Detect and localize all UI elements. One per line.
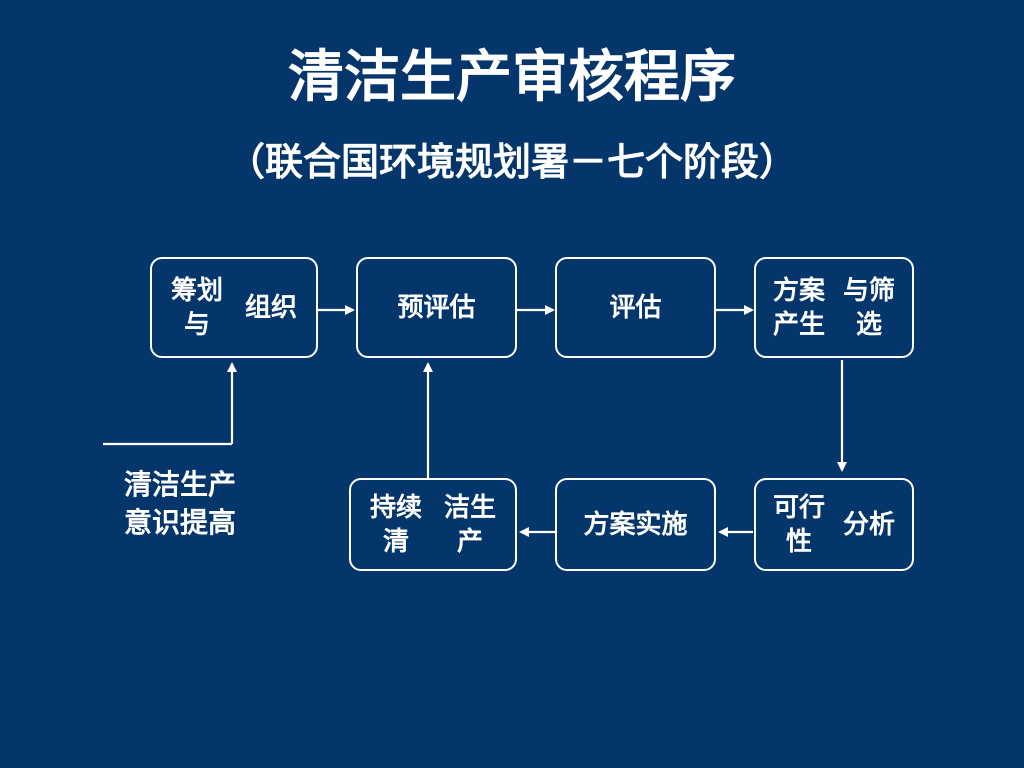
- step-option-implementation: 方案实施: [555, 478, 716, 571]
- side-note-line2: 意识提高: [123, 506, 236, 539]
- slide-title: 清洁生产审核程序: [288, 45, 736, 110]
- step-continuous-line1: 持续清: [369, 492, 422, 557]
- step-planning-organization: 筹划与 组织: [150, 257, 318, 358]
- step-assessment: 评估: [555, 257, 716, 358]
- step-option-generation-line2: 与筛选: [842, 275, 895, 340]
- step-implementation-label: 方案实施: [583, 509, 688, 540]
- step-feasibility-line1: 可行性: [772, 492, 825, 557]
- step-assessment-label: 评估: [609, 292, 662, 323]
- step-pre-assessment-label: 预评估: [397, 292, 476, 323]
- step-planning-line1: 筹划与: [170, 275, 223, 340]
- step-continuous-line2: 洁生产: [443, 492, 496, 557]
- step-pre-assessment: 预评估: [356, 257, 517, 358]
- step-option-generation-screening: 方案产生 与筛选: [754, 257, 914, 358]
- step-feasibility-line2: 分析: [842, 509, 895, 540]
- step-planning-line2: 组织: [244, 292, 297, 323]
- cleaner-production-awareness-note: 清洁生产 意识提高: [100, 466, 260, 542]
- step-feasibility-analysis: 可行性 分析: [754, 478, 914, 571]
- slide-subtitle: （联合国环境规划署－七个阶段）: [226, 140, 797, 184]
- step-option-generation-line1: 方案产生: [772, 275, 825, 340]
- step-continuous-cleaner-production: 持续清 洁生产: [349, 478, 517, 571]
- side-note-line1: 清洁生产: [123, 468, 236, 501]
